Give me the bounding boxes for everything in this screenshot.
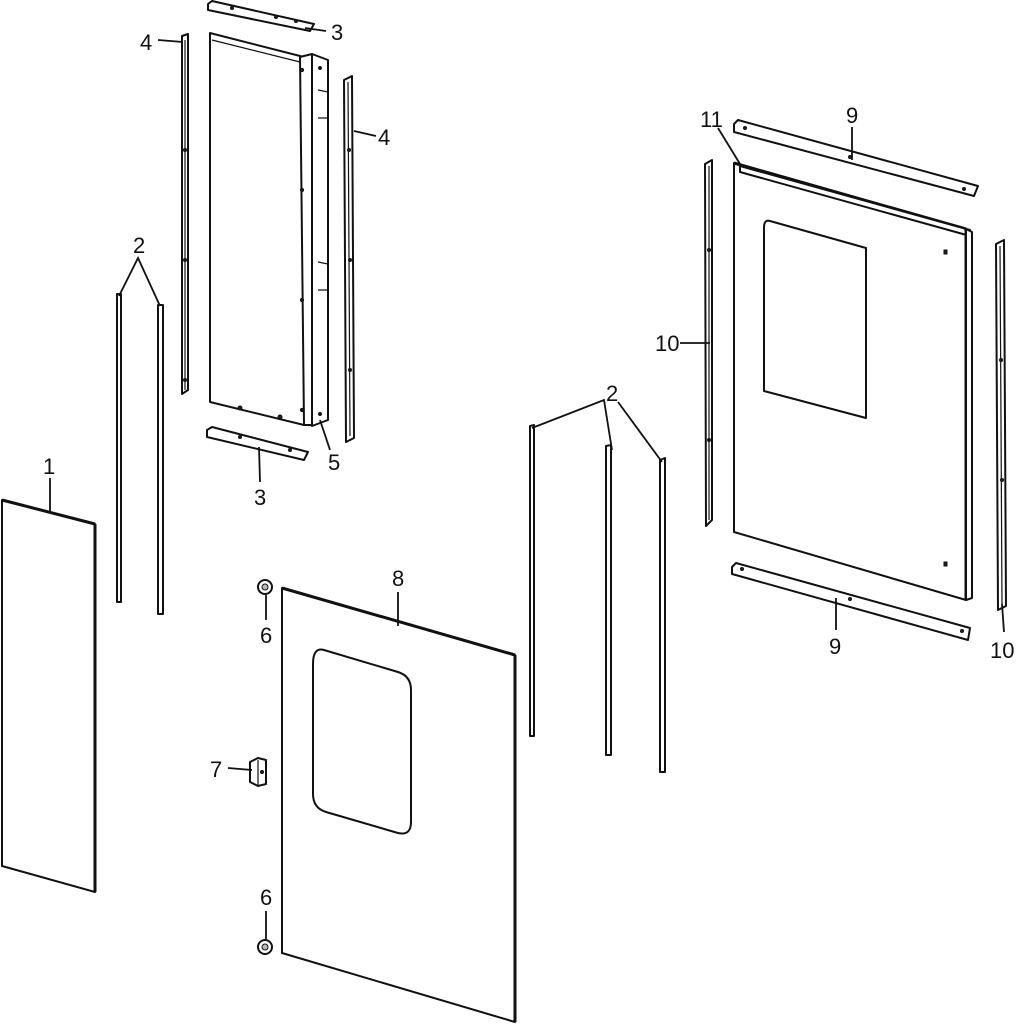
part-9-top-rail <box>733 119 979 197</box>
part-3-top-rail <box>207 0 315 32</box>
rear-panel <box>209 32 313 426</box>
callout-10-left: 10 <box>655 331 679 356</box>
part-9-bottom-rail <box>731 562 971 641</box>
part-2-trim-strips-right <box>529 424 666 773</box>
leader-2-left <box>118 255 161 307</box>
callout-2-right: 2 <box>606 381 618 406</box>
part-8-front-panel <box>281 586 517 1023</box>
leader-2-right-b <box>617 401 663 463</box>
leader-3-bottom <box>258 446 261 483</box>
leader-4-right <box>353 130 377 137</box>
callout-9-top: 9 <box>846 103 858 128</box>
part-5-side-bracket <box>311 53 329 427</box>
callout-10-right: 10 <box>990 638 1014 663</box>
callout-6-bottom: 6 <box>260 885 272 910</box>
part-7-clip <box>249 757 267 787</box>
part-1-side-panel <box>1 498 97 893</box>
part-6-fastener-bottom <box>257 939 273 955</box>
leader-10-right <box>1001 603 1005 633</box>
leader-7 <box>227 767 253 771</box>
callout-2-left: 2 <box>133 233 145 258</box>
callout-9-bottom: 9 <box>829 634 841 659</box>
leader-3-top <box>304 27 327 32</box>
callout-4-left: 4 <box>140 30 152 55</box>
part-4-left-channel <box>181 33 189 395</box>
callout-1: 1 <box>43 454 55 479</box>
part-6-fastener-top <box>257 579 273 595</box>
callout-3-top: 3 <box>331 20 343 45</box>
callout-11: 11 <box>700 107 723 132</box>
leader-5 <box>319 419 331 451</box>
callout-7: 7 <box>210 757 222 782</box>
leader-11 <box>717 127 741 165</box>
part-4-right-channel <box>343 75 355 443</box>
callout-8: 8 <box>392 566 404 591</box>
part-10-right-channel <box>995 239 1007 611</box>
part-3-bottom-rail <box>206 426 309 461</box>
callout-4-right: 4 <box>378 125 390 150</box>
part-2-trim-strips-left <box>116 293 164 615</box>
leader-4-left <box>157 39 184 43</box>
leader-2-right <box>531 398 613 451</box>
callout-6-top: 6 <box>260 623 272 648</box>
callout-3-bottom: 3 <box>254 485 266 510</box>
callout-5: 5 <box>328 450 340 475</box>
part-11-outer-door <box>733 161 973 601</box>
